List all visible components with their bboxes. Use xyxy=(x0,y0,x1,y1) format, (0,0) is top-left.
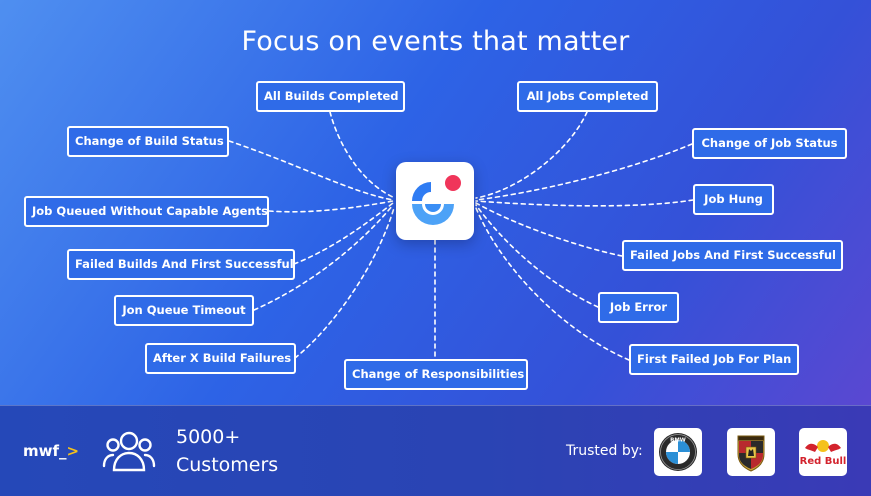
event-jon-queue-timeout: Jon Queue Timeout xyxy=(114,295,254,326)
event-failed-builds-and-first-successful: Failed Builds And First Successful xyxy=(67,249,295,280)
page-title: Focus on events that matter xyxy=(241,26,630,57)
brand-name: mwf_ xyxy=(23,442,67,460)
customers-count: 5000+ xyxy=(176,426,241,448)
svg-text:Red Bull: Red Bull xyxy=(800,456,847,467)
redbull-logo: Red Bull xyxy=(799,428,847,476)
svg-text:BMW: BMW xyxy=(670,438,686,444)
event-change-of-responsibilities: Change of Responsibilities xyxy=(344,359,528,390)
event-all-jobs-completed: All Jobs Completed xyxy=(517,81,658,112)
event-change-of-build-status: Change of Build Status xyxy=(67,126,229,157)
event-job-error: Job Error xyxy=(598,292,679,323)
connector-lines xyxy=(228,111,694,361)
event-job-queued-without-capable-agents: Job Queued Without Capable Agents xyxy=(24,196,269,227)
connector-line xyxy=(475,143,693,201)
event-failed-jobs-and-first-successful: Failed Jobs And First Successful xyxy=(622,240,843,271)
connector-line xyxy=(293,202,394,265)
porsche-logo xyxy=(727,428,775,476)
footer-bar: mwf_> 5000+ Customers Trusted by: xyxy=(0,405,871,496)
event-change-of-job-status: Change of Job Status xyxy=(692,128,847,159)
event-all-builds-completed: All Builds Completed xyxy=(256,81,405,112)
brand-accent: > xyxy=(66,442,80,460)
connector-line xyxy=(294,207,395,359)
users-icon xyxy=(102,431,156,472)
connector-line xyxy=(475,199,694,207)
bmw-logo: BMW xyxy=(654,428,702,476)
connector-line xyxy=(268,200,394,213)
connector-line xyxy=(253,204,394,311)
connector-line xyxy=(475,111,588,199)
brand-logo: mwf_> xyxy=(23,442,79,460)
connector-line xyxy=(329,111,396,199)
connector-line xyxy=(475,204,599,308)
event-first-failed-job-for-plan: First Failed Job For Plan xyxy=(629,344,799,375)
connector-line xyxy=(228,140,394,201)
event-job-hung: Job Hung xyxy=(693,184,774,215)
connector-line xyxy=(475,202,623,257)
event-after-x-build-failures: After X Build Failures xyxy=(145,343,296,374)
customers-label: Customers xyxy=(176,454,279,476)
trusted-by-label: Trusted by: xyxy=(566,443,643,459)
connector-line xyxy=(475,207,630,361)
app-logo-icon xyxy=(396,162,474,240)
